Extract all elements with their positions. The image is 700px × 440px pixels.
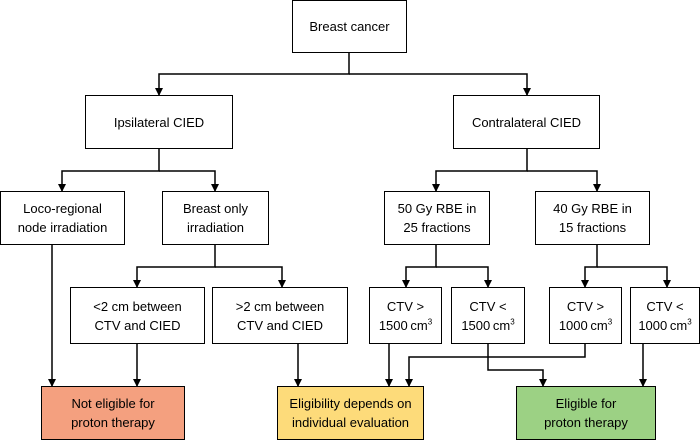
node-label-line-2: proton therapy (544, 415, 628, 430)
outcome-eligible: Eligible for proton therapy (516, 386, 656, 440)
ctv-value: 1500 (461, 317, 491, 333)
node-label-line-1: Not eligible for (71, 396, 155, 411)
node-label-line-2: 1500 cm3 (379, 316, 432, 335)
node-label: Breast cancer (309, 19, 390, 34)
ctv-unit-exponent: 3 (607, 317, 613, 327)
node-label-line-1: Loco-regional (23, 201, 102, 216)
ctv-unit: cm (410, 317, 428, 333)
node-lt2cm: <2 cm between CTV and CIED (70, 287, 205, 344)
ctv-unit: cm (669, 317, 688, 333)
arrow-50gy-to-ctv-gt-1500 (402, 245, 437, 288)
node-label-line-1: CTV > (386, 298, 425, 314)
arrow-breast-only-to-lt2 (133, 245, 216, 288)
node-label-line-2: 1000 cm3 (559, 316, 612, 335)
ctv-value: 1000 (638, 317, 668, 333)
node-label-line-1: Eligibility depends on (289, 396, 412, 411)
node-label-line-2: irradiation (186, 220, 245, 235)
node-label-line-1: CTV < (646, 298, 684, 314)
node-ipsilateral-cied: Ipsilateral CIED (85, 95, 233, 149)
node-label-line-1: CTV > (566, 298, 605, 314)
node-breast-only: Breast only irradiation (162, 191, 269, 245)
node-label-line-2: individual evaluation (291, 415, 410, 430)
ctv-unit: cm (590, 317, 608, 333)
arrow-contralateral-to-50gy (432, 149, 528, 192)
node-label-line-1: Eligible for (555, 396, 617, 411)
arrow-root-to-contralateral (349, 73, 531, 96)
arrow-contralateral-to-40gy (527, 170, 601, 192)
node-label-line-2: 15 fractions (558, 220, 627, 235)
node-label-line-2: 1500 cm3 (461, 316, 514, 335)
node-label-line-1: 40 Gy RBE in (553, 201, 632, 216)
node-label-line-2: CTV and CIED (237, 317, 323, 333)
node-label-line-2: 1000 cm3 (638, 316, 691, 335)
node-loco-regional: Loco-regional node irradiation (0, 191, 125, 245)
arrow-40gy-to-ctv-gt-1000 (581, 245, 598, 288)
node-contralateral-cied: Contralateral CIED (453, 95, 600, 149)
arrow-ctv-gt-1000-to-depends (405, 344, 586, 387)
arrow-ctv-lt-1500-to-eligible (487, 344, 547, 387)
arrow-50gy-to-ctv-lt-1500 (436, 266, 492, 288)
node-label-line-2: 25 fractions (403, 220, 471, 235)
ctv-unit: cm (492, 317, 511, 333)
node-40gy: 40 Gy RBE in 15 fractions (535, 191, 650, 245)
node-ctv-lt-1500: CTV < 1500 cm3 (451, 287, 525, 344)
ctv-unit-exponent: 3 (510, 317, 515, 327)
ctv-value: 1500 (378, 317, 408, 333)
node-label-line-2: proton therapy (71, 415, 155, 430)
node-ctv-gt-1000: CTV > 1000 cm3 (549, 287, 622, 344)
ctv-value: 1000 (558, 317, 588, 333)
node-label-line-1: Breast only (182, 201, 249, 216)
outcome-eligibility-depends: Eligibility depends on individual evalua… (277, 386, 424, 440)
node-label-line-1: <2 cm between (93, 298, 182, 314)
arrow-40gy-to-ctv-lt-1000 (597, 266, 671, 288)
arrow-breast-only-to-gt2 (215, 266, 286, 288)
arrow-ipsilateral-to-loco (58, 149, 160, 192)
node-gt2cm: >2 cm between CTV and CIED (212, 287, 348, 344)
node-label-line-2: CTV and CIED (94, 317, 181, 333)
ctv-unit-exponent: 3 (687, 317, 692, 327)
node-label-line-1: CTV < (469, 298, 507, 314)
node-label: Ipsilateral CIED (113, 114, 205, 130)
arrow-ipsilateral-to-breast-only (159, 170, 219, 192)
node-label: Contralateral CIED (471, 114, 582, 130)
node-label-line-2: node irradiation (17, 220, 108, 235)
node-ctv-lt-1000: CTV < 1000 cm3 (630, 287, 700, 344)
node-ctv-gt-1500: CTV > 1500 cm3 (369, 287, 442, 344)
node-label-line-1: >2 cm between (235, 298, 325, 314)
node-label-line-1: 50 Gy RBE in (397, 201, 477, 216)
outcome-not-eligible: Not eligible for proton therapy (41, 386, 185, 440)
ctv-unit-exponent: 3 (427, 317, 433, 327)
node-breast-cancer: Breast cancer (292, 0, 407, 53)
arrow-root-to-ipsilateral (155, 53, 350, 96)
node-50gy: 50 Gy RBE in 25 fractions (384, 191, 490, 245)
